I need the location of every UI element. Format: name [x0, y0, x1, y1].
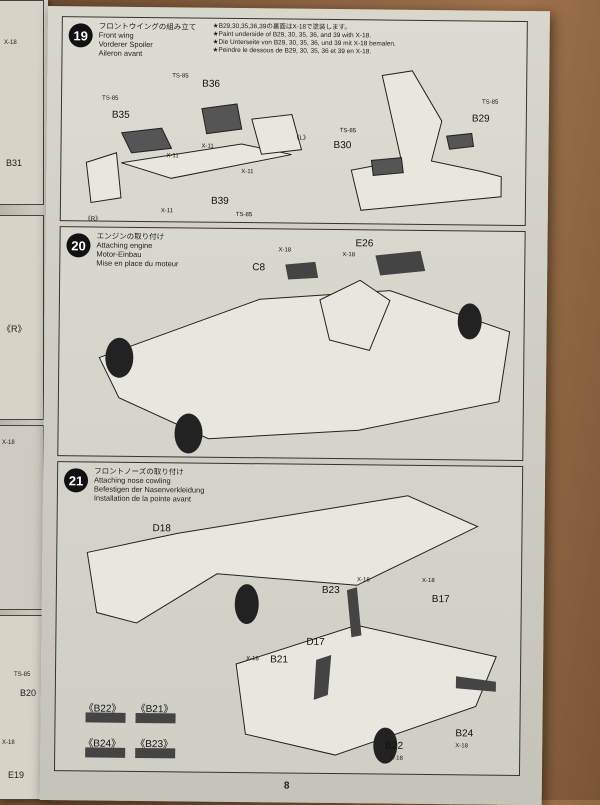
part-label: 《B24》 [83, 738, 122, 750]
part-label: B30 [333, 139, 352, 152]
part-label: X-11 [201, 143, 214, 150]
part-label: TS-85 [102, 95, 119, 102]
part-label: E19 [8, 770, 25, 780]
part-label: TS-85 [339, 128, 357, 135]
left-panel [0, 0, 44, 205]
part-label: TS-85 [172, 73, 189, 80]
part-label: B29 [471, 113, 490, 125]
part-label: B20 [20, 688, 37, 698]
part-label: X-11 [241, 169, 254, 176]
part-label: B17 [431, 594, 450, 606]
part-label: 《B23》 [135, 738, 174, 751]
part-label: 《R》 [2, 324, 27, 334]
left-panel [0, 425, 44, 610]
part-label: 《B21》 [135, 703, 174, 716]
part-label: B23 [321, 584, 340, 597]
part-label: X-18 [4, 40, 17, 46]
part-label: X-18 [2, 440, 15, 446]
part-label: X-18 [390, 755, 403, 762]
left-panel [0, 215, 44, 420]
part-label: X-18 [342, 252, 356, 259]
nose-cowling-diagram [85, 495, 497, 764]
left-panel [0, 615, 44, 800]
part-label: C8 [252, 262, 266, 274]
part-label: B21 [270, 654, 289, 666]
page-number: 8 [283, 780, 290, 792]
part-label: X-11 [160, 208, 174, 215]
part-label: B22 [385, 740, 404, 752]
part-label: TS-85 [14, 672, 31, 678]
part-label: X-11 [166, 153, 179, 160]
engine-diagram [98, 250, 511, 454]
part-label: B24 [455, 728, 474, 740]
part-label: B35 [111, 109, 130, 121]
part-label: TS-85 [235, 211, 253, 219]
part-label: B39 [210, 195, 229, 207]
part-label: X-18 [421, 577, 435, 585]
part-label: X-18 [278, 247, 292, 254]
part-label: E26 [355, 238, 374, 250]
part-label: TS-85 [481, 99, 499, 106]
part-label: X-18 [246, 656, 259, 663]
part-label: 《L》 [293, 135, 309, 142]
part-label: 《R》 [84, 216, 102, 223]
part-label: D17 [306, 636, 325, 648]
front-wing-diagram [85, 70, 502, 211]
part-label: X-18 [455, 743, 468, 750]
part-label: D18 [152, 523, 171, 535]
part-label: 《B22》 [83, 703, 122, 715]
part-label: B36 [202, 78, 221, 90]
part-label: B31 [6, 158, 23, 168]
left-page-edge: X-18 B31 《R》 X-18 TS-85 B20 X-18 E19 [0, 0, 48, 800]
part-label: X-18 [2, 740, 15, 746]
part-label: X-18 [356, 577, 370, 584]
